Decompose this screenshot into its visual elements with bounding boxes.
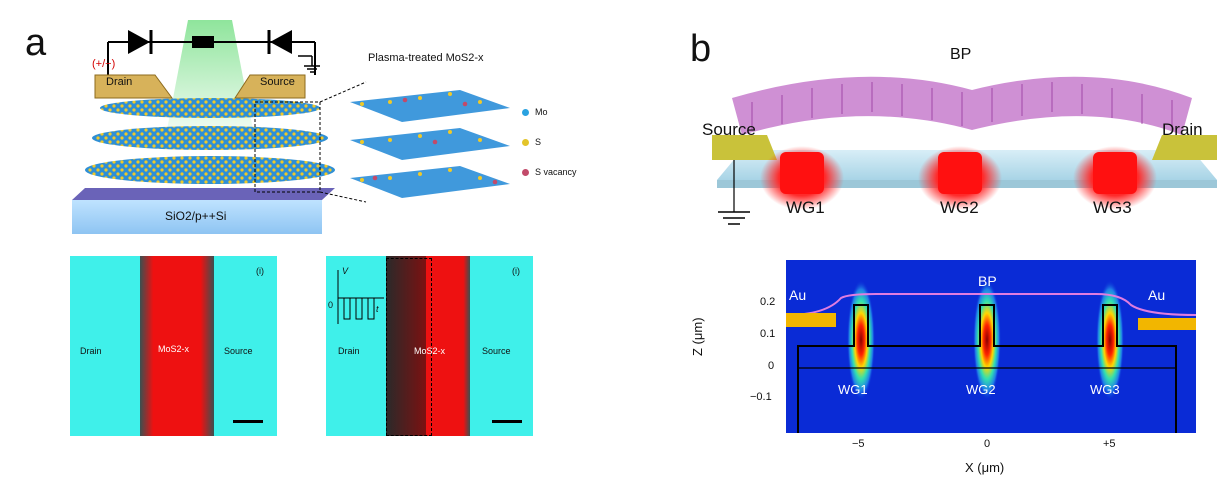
x-axis-label: X (μm) (965, 460, 1005, 475)
drain-electrode (94, 74, 173, 99)
wg3-block (1093, 152, 1137, 194)
legend-item-s: S (522, 134, 577, 150)
x-tick-2: +5 (1103, 438, 1116, 450)
wg2-block (938, 152, 982, 194)
wg1-block (780, 152, 824, 194)
t-label: t (376, 304, 379, 314)
polarity-label: (+/−) (92, 58, 116, 70)
legend-label-mo: Mo (535, 107, 548, 117)
mo-dot-icon (522, 108, 529, 116)
zero-label: 0 (328, 300, 334, 310)
micro-left-source: Source (224, 346, 253, 356)
x-tick-0: −5 (852, 438, 865, 450)
wg1-label-plot: WG1 (838, 382, 868, 397)
wg2-label-plot: WG2 (966, 382, 996, 397)
au-left-label: Au (789, 287, 807, 303)
x-tick-1: 0 (984, 438, 991, 450)
micro-right-channel: MoS2-x (414, 346, 446, 356)
pulse-waveform-icon (337, 270, 384, 324)
source-contact (712, 135, 777, 160)
panel-a-letter: a (25, 22, 47, 64)
y-axis-label: Z (μm) (690, 317, 705, 356)
mos2-layer-2 (92, 126, 328, 150)
micro-right-source: Source (482, 346, 511, 356)
micrograph-right: V t 0 (i) Drain MoS2-x Source (326, 256, 533, 436)
zoom-box (254, 101, 321, 193)
legend-item-s-vacancy: S vacancy (522, 164, 577, 180)
mos2-layer-3 (85, 156, 335, 184)
wg3-label-top: WG3 (1093, 198, 1132, 217)
bp-profile-line (786, 293, 1196, 316)
field-plot-svg (786, 280, 1196, 433)
wg2-label-top: WG2 (940, 198, 979, 217)
micro-right-drain: Drain (338, 346, 360, 356)
bp-device-schematic (712, 76, 1217, 225)
crystal-legend: Mo S S vacancy (522, 104, 577, 180)
channel-dark-right (386, 256, 428, 436)
channel-red-left (140, 256, 214, 436)
au-right-bar (1138, 318, 1196, 330)
y-tick-0: 0.2 (760, 296, 776, 308)
bp-label-top: BP (950, 46, 972, 63)
legend-label-s: S (535, 137, 542, 147)
field-plot (786, 260, 1196, 433)
micro-left-drain: Drain (80, 346, 102, 356)
y-tick-1: 0.1 (760, 328, 776, 340)
micro-left-tag: (i) (256, 266, 264, 276)
substrate-label: SiO2/p++Si (165, 209, 227, 223)
inset-title: Plasma-treated MoS2-x (368, 52, 484, 64)
zoom-lines (319, 81, 367, 203)
wg3-label-plot: WG3 (1090, 382, 1120, 397)
au-right-label: Au (1148, 287, 1166, 303)
mos2-layer-1 (100, 98, 320, 118)
y-tick-3: −0.1 (750, 391, 772, 403)
bp-label-plot: BP (978, 273, 997, 289)
vacancy-dot-icon (522, 168, 529, 176)
channel-red-right (426, 256, 470, 436)
device-schematic (72, 20, 335, 234)
source-label-b: Source (702, 120, 756, 139)
source-label: Source (260, 76, 295, 88)
s-dot-icon (522, 138, 529, 146)
micro-right-tag: (i) (512, 266, 520, 276)
crystal-inset (350, 90, 510, 198)
drain-label-b: Drain (1162, 120, 1203, 139)
source-electrode (234, 74, 306, 99)
dashed-box-right (386, 258, 432, 436)
waveguide-outline (797, 304, 1177, 433)
wg1-label-top: WG1 (786, 198, 825, 217)
legend-item-mo: Mo (522, 104, 577, 120)
legend-label-s-vacancy: S vacancy (535, 167, 577, 177)
v-label: V (342, 266, 349, 276)
substrate (72, 200, 322, 234)
diode-right-icon (270, 30, 292, 54)
scale-bar-right (492, 420, 522, 423)
scale-bar-left (233, 420, 263, 423)
micrograph-left: (i) Drain MoS2-x Source (70, 256, 277, 436)
diode-left-icon (128, 30, 150, 54)
oxide-layer (72, 188, 335, 200)
au-left-bar (786, 313, 836, 327)
panel-b-letter: b (690, 28, 712, 70)
drain-contact (1152, 135, 1217, 160)
drain-label: Drain (106, 76, 133, 88)
y-tick-2: 0 (768, 360, 775, 372)
resistor-icon (192, 36, 214, 48)
micro-left-channel: MoS2-x (158, 344, 190, 354)
